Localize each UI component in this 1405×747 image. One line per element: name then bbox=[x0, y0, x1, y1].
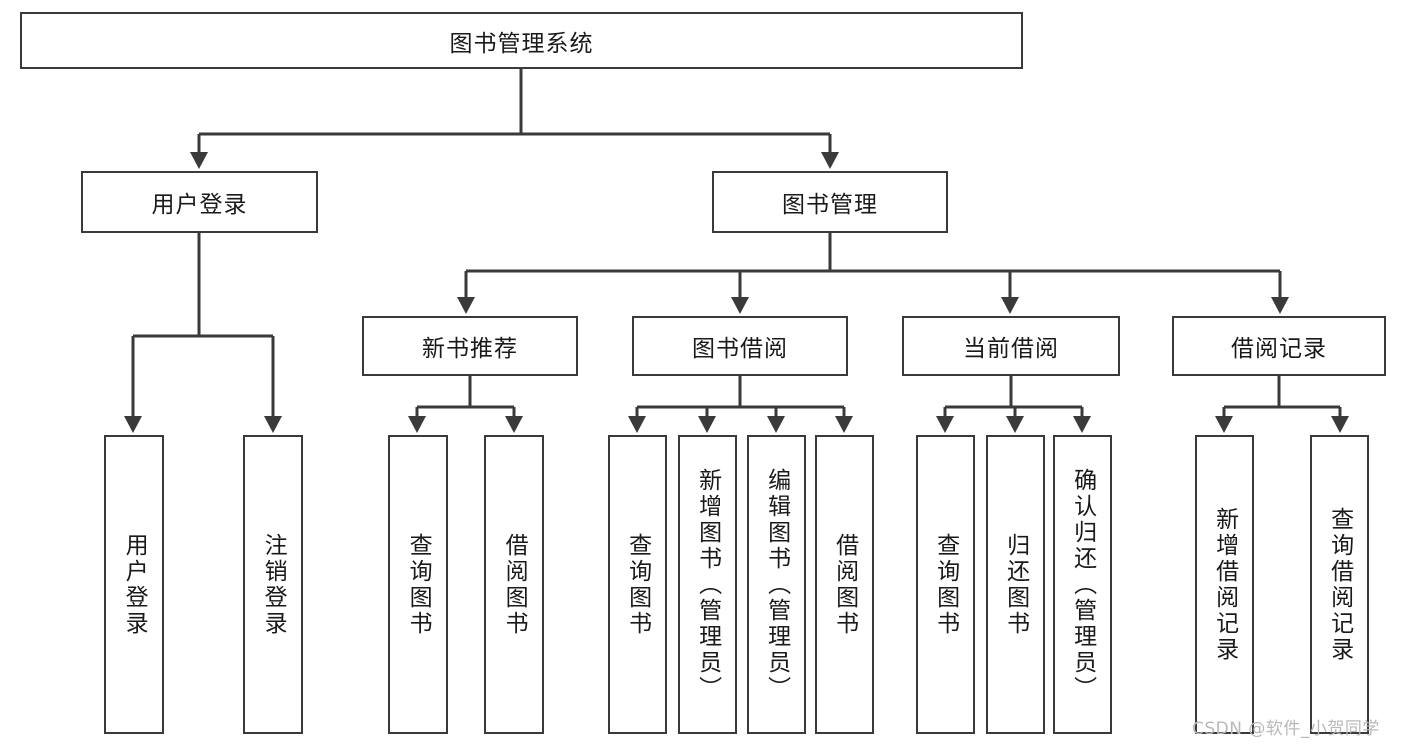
connector-arrowhead-bookmgmt-to-level2-2 bbox=[1001, 297, 1019, 314]
node-label: 查询图书 bbox=[624, 532, 651, 637]
node-r1[interactable]: 新增借阅记录 bbox=[1195, 435, 1254, 734]
connector-arrowhead-borrow-to-leaves-1 bbox=[698, 416, 716, 433]
node-label: 当前借阅 bbox=[963, 336, 1059, 362]
node-l1[interactable]: 用户登录 bbox=[104, 435, 164, 734]
node-c1[interactable]: 查询图书 bbox=[916, 435, 975, 734]
node-label: 查询图书 bbox=[405, 532, 432, 637]
connector-arrowhead-root-to-level1-1 bbox=[821, 152, 839, 169]
node-b3[interactable]: 编辑图书（管理员） bbox=[747, 435, 806, 734]
connector-arrowhead-current-to-leaves-0 bbox=[936, 416, 954, 433]
connector-arrowhead-bookmgmt-to-level2-3 bbox=[1271, 297, 1289, 314]
connector-arrowhead-current-to-leaves-1 bbox=[1006, 416, 1024, 433]
node-label: 查询借阅记录 bbox=[1326, 506, 1353, 663]
node-l2[interactable]: 注销登录 bbox=[243, 435, 303, 734]
node-root[interactable]: 图书管理系统 bbox=[20, 12, 1023, 69]
node-newbook[interactable]: 新书推荐 bbox=[362, 316, 578, 376]
node-b2[interactable]: 新增图书（管理员） bbox=[678, 435, 737, 734]
connector-arrowhead-borrow-to-leaves-0 bbox=[628, 416, 646, 433]
node-n2[interactable]: 借阅图书 bbox=[484, 435, 544, 734]
connector-arrowhead-bookmgmt-to-level2-1 bbox=[731, 297, 749, 314]
connector-arrowhead-records-to-leaves-1 bbox=[1331, 416, 1349, 433]
node-label: 图书管理 bbox=[782, 192, 878, 218]
csdn-watermark: CSDN @软件_小贺同学 bbox=[1192, 719, 1380, 739]
node-login[interactable]: 用户登录 bbox=[81, 171, 318, 233]
node-r2[interactable]: 查询借阅记录 bbox=[1310, 435, 1369, 734]
node-label: 新增借阅记录 bbox=[1211, 506, 1238, 663]
node-label: 归还图书 bbox=[1002, 532, 1029, 637]
node-n1[interactable]: 查询图书 bbox=[388, 435, 448, 734]
node-b1[interactable]: 查询图书 bbox=[608, 435, 667, 734]
connector-arrowhead-borrow-to-leaves-3 bbox=[835, 416, 853, 433]
node-label: 图书管理系统 bbox=[449, 30, 594, 57]
connector-arrowhead-root-to-level1-0 bbox=[190, 152, 208, 169]
node-bookmgmt[interactable]: 图书管理 bbox=[712, 171, 948, 233]
node-label: 新书推荐 bbox=[422, 336, 518, 362]
connector-arrowhead-current-to-leaves-2 bbox=[1073, 416, 1091, 433]
node-label: 确认归还（管理员） bbox=[1069, 467, 1096, 702]
connector-arrowhead-login-to-leaves-1 bbox=[264, 416, 282, 433]
connector-arrowhead-newbook-to-leaves-1 bbox=[505, 416, 523, 433]
node-label: 借阅图书 bbox=[831, 532, 858, 637]
node-label: 借阅记录 bbox=[1231, 336, 1327, 362]
node-label: 编辑图书（管理员） bbox=[763, 467, 790, 702]
node-label: 新增图书（管理员） bbox=[694, 467, 721, 702]
connector-arrowhead-newbook-to-leaves-0 bbox=[408, 416, 426, 433]
node-b4[interactable]: 借阅图书 bbox=[815, 435, 874, 734]
node-label: 借阅图书 bbox=[501, 532, 528, 637]
connector-arrowhead-records-to-leaves-0 bbox=[1215, 416, 1233, 433]
connector-arrowhead-borrow-to-leaves-2 bbox=[767, 416, 785, 433]
connector-arrowhead-bookmgmt-to-level2-0 bbox=[457, 297, 475, 314]
node-label: 注销登录 bbox=[260, 532, 287, 637]
node-c3[interactable]: 确认归还（管理员） bbox=[1053, 435, 1112, 734]
node-records[interactable]: 借阅记录 bbox=[1172, 316, 1386, 376]
node-label: 图书借阅 bbox=[692, 336, 788, 362]
connector-arrowhead-login-to-leaves-0 bbox=[124, 416, 142, 433]
node-label: 查询图书 bbox=[932, 532, 959, 637]
node-c2[interactable]: 归还图书 bbox=[986, 435, 1045, 734]
node-borrow[interactable]: 图书借阅 bbox=[632, 316, 848, 376]
node-current[interactable]: 当前借阅 bbox=[902, 316, 1120, 376]
node-label: 用户登录 bbox=[151, 192, 248, 218]
node-label: 用户登录 bbox=[121, 532, 148, 637]
